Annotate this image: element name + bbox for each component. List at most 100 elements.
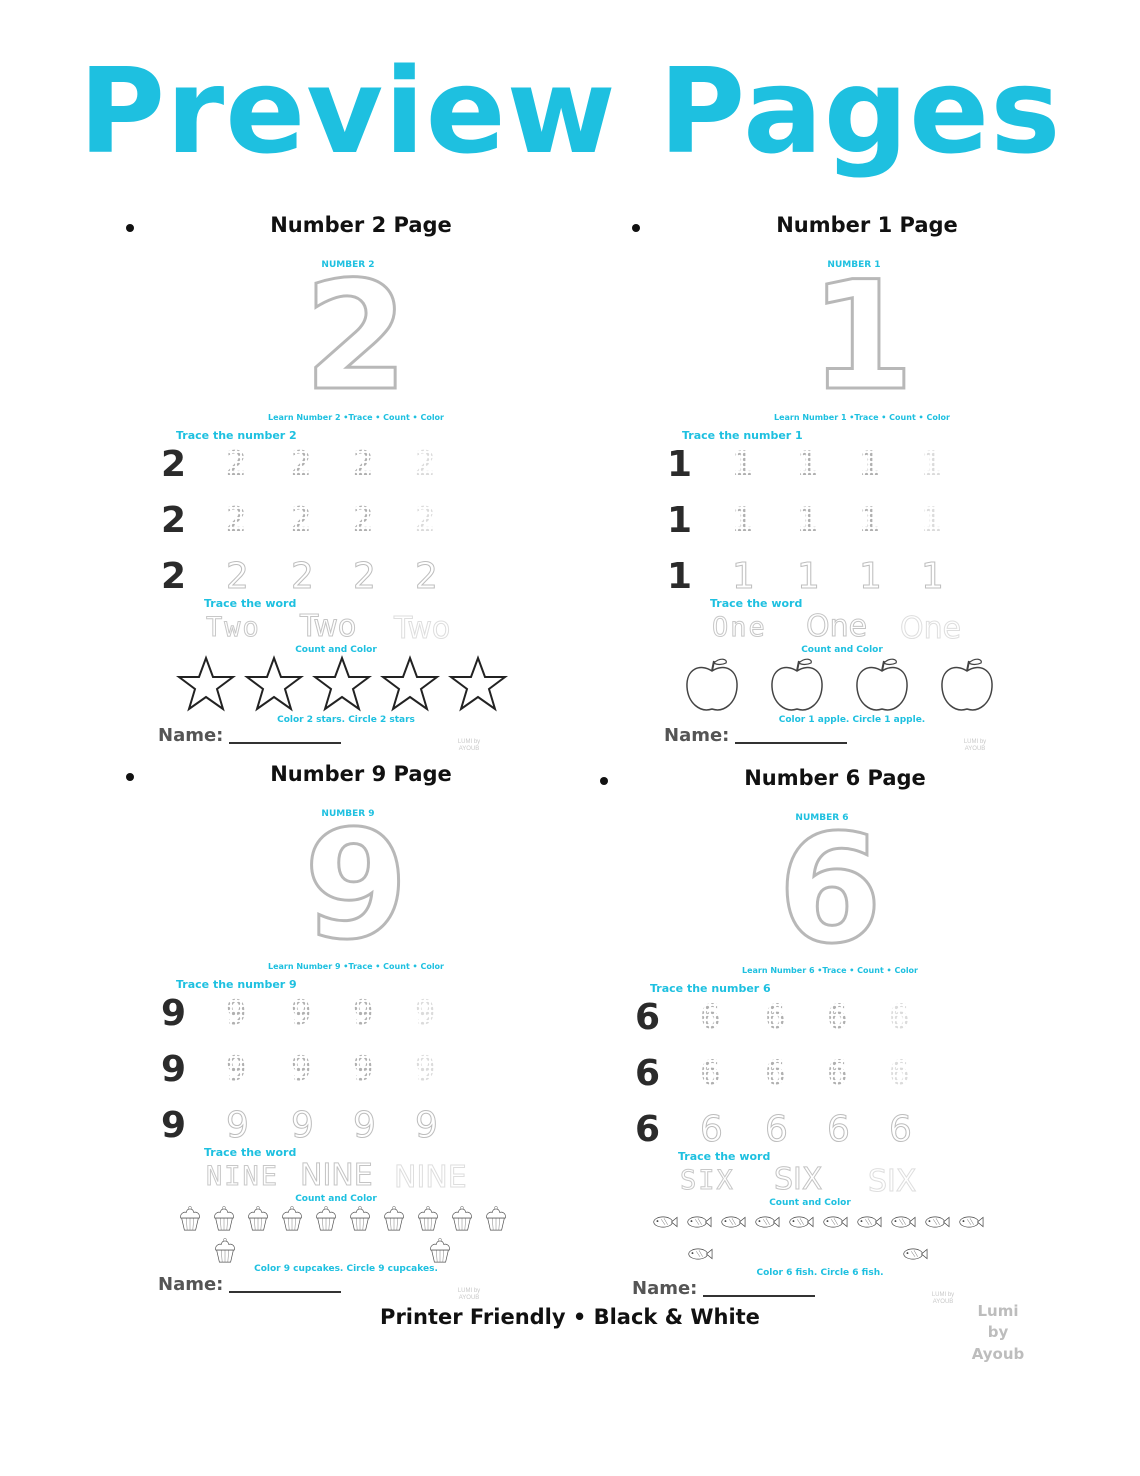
brand-line-2: by: [987, 1323, 1009, 1342]
fish-icon: [687, 1216, 712, 1228]
bullet-icon: [632, 224, 640, 232]
name-label: Name:: [158, 725, 224, 746]
dotted-trace-digit: 9: [353, 993, 374, 1033]
dotted-trace-digit: 9: [291, 993, 312, 1033]
fish-icon: [903, 1248, 928, 1260]
fish-icon: [688, 1248, 713, 1260]
star-icon: [448, 655, 508, 712]
outline-trace-digit: 9: [353, 1105, 377, 1146]
dotted-trace-digit: 1: [859, 500, 880, 540]
instruction-text: Color 2 stars. Circle 2 stars: [277, 715, 415, 725]
cupcake-icon: [350, 1206, 370, 1231]
dotted-trace-digit: 9: [415, 993, 436, 1033]
trace-number-label: Trace the number 9: [176, 978, 297, 991]
learn-subtitle: Learn Number 9 •Trace • Count • Color: [267, 962, 444, 971]
bullet-icon: [126, 773, 134, 781]
instruction-text: Color 6 fish. Circle 6 fish.: [756, 1268, 884, 1278]
word-outline: NINE: [300, 1158, 374, 1193]
word-outline: One: [805, 609, 868, 644]
apple-icon: [856, 658, 908, 711]
solid-digit: 9: [161, 1105, 187, 1146]
fish-icon: [823, 1216, 848, 1228]
fish-icon: [653, 1216, 678, 1228]
dotted-trace-digit: 1: [921, 444, 942, 484]
instruction-text: Color 1 apple. Circle 1 apple.: [778, 715, 926, 725]
name-field: Name:: [158, 1274, 342, 1295]
dotted-trace-digit: 1: [732, 444, 753, 484]
dotted-trace-digit: 2: [415, 444, 436, 484]
dotted-trace-digit: 1: [921, 500, 942, 540]
solid-digit: 2: [161, 556, 187, 597]
apple-icon: [941, 658, 993, 711]
learn-subtitle: Learn Number 1 •Trace • Count • Color: [773, 413, 950, 422]
word-faint: One: [899, 611, 962, 646]
cupcake-icon: [316, 1206, 336, 1231]
fish-icon: [721, 1216, 746, 1228]
cupcake-icon: [486, 1206, 506, 1231]
panel-title: Number 1 Page: [776, 213, 958, 237]
dotted-trace-digit: 2: [353, 500, 374, 540]
outline-trace-digit: 6: [700, 1109, 724, 1150]
solid-digit: 1: [667, 444, 693, 485]
dotted-trace-digit: 6: [765, 1053, 786, 1093]
trace-word-label: Trace the word: [204, 1146, 297, 1159]
name-line: [229, 1291, 342, 1293]
outline-trace-digit: 6: [765, 1109, 789, 1150]
dotted-trace-digit: 2: [291, 444, 312, 484]
name-line: [229, 742, 342, 744]
dotted-trace-digit: 9: [291, 1049, 312, 1089]
dotted-trace-digit: 6: [889, 997, 910, 1037]
panel-watermark: LUMI by AYOUB: [963, 739, 987, 752]
fish-icon: [789, 1216, 814, 1228]
count-label: Count and Color: [801, 645, 883, 655]
count-objects: [176, 655, 516, 715]
trace-word-label: Trace the word: [204, 597, 297, 610]
star-icon: [380, 655, 440, 712]
dotted-trace-digit: 6: [827, 997, 848, 1037]
count-objects: [682, 655, 1022, 715]
cupcake-icon: [215, 1238, 235, 1263]
solid-digit: 2: [161, 500, 187, 541]
name-field: Name:: [158, 725, 342, 746]
word-faint: SIX: [867, 1164, 917, 1199]
cupcake-icon: [214, 1206, 234, 1231]
outline-trace-digit: 2: [353, 556, 377, 597]
cupcake-icon: [180, 1206, 200, 1231]
dotted-trace-digit: 1: [732, 500, 753, 540]
panel-watermark: LUMI by AYOUB: [931, 1292, 955, 1305]
fish-icon: [755, 1216, 780, 1228]
dotted-trace-digit: 6: [765, 997, 786, 1037]
dotted-trace-digit: 6: [700, 997, 721, 1037]
number-label: NUMBER 1: [827, 260, 881, 270]
solid-digit: 9: [161, 1049, 187, 1090]
outline-trace-digit: 1: [732, 556, 756, 597]
dotted-trace-digit: 6: [827, 1053, 848, 1093]
big-outline-digit: 6: [776, 803, 883, 977]
count-label: Count and Color: [769, 1198, 851, 1208]
cupcake-icon: [384, 1206, 404, 1231]
dotted-trace-digit: 1: [797, 500, 818, 540]
cupcake-icon: [430, 1238, 450, 1263]
number-label: NUMBER 6: [795, 813, 849, 823]
word-dotted: NINE: [205, 1161, 280, 1192]
dotted-trace-digit: 9: [226, 1049, 247, 1089]
count-label: Count and Color: [295, 1194, 377, 1204]
cupcake-icon: [282, 1206, 302, 1231]
trace-number-label: Trace the number 6: [650, 982, 771, 995]
trace-word-label: Trace the word: [710, 597, 803, 610]
cupcake-icon: [418, 1206, 438, 1231]
cupcake-icon: [248, 1206, 268, 1231]
bullet-icon: [126, 224, 134, 232]
word-outline: Two: [299, 609, 357, 644]
fish-icon: [891, 1216, 916, 1228]
apple-icon: [686, 658, 738, 711]
word-dotted: SIX: [680, 1165, 735, 1196]
outline-trace-digit: 1: [921, 556, 945, 597]
dotted-trace-digit: 1: [859, 444, 880, 484]
dotted-trace-digit: 9: [353, 1049, 374, 1089]
solid-digit: 1: [667, 500, 693, 541]
word-faint: Two: [393, 611, 451, 646]
dotted-trace-digit: 2: [226, 444, 247, 484]
name-label: Name:: [158, 1274, 224, 1295]
count-label: Count and Color: [295, 645, 377, 655]
